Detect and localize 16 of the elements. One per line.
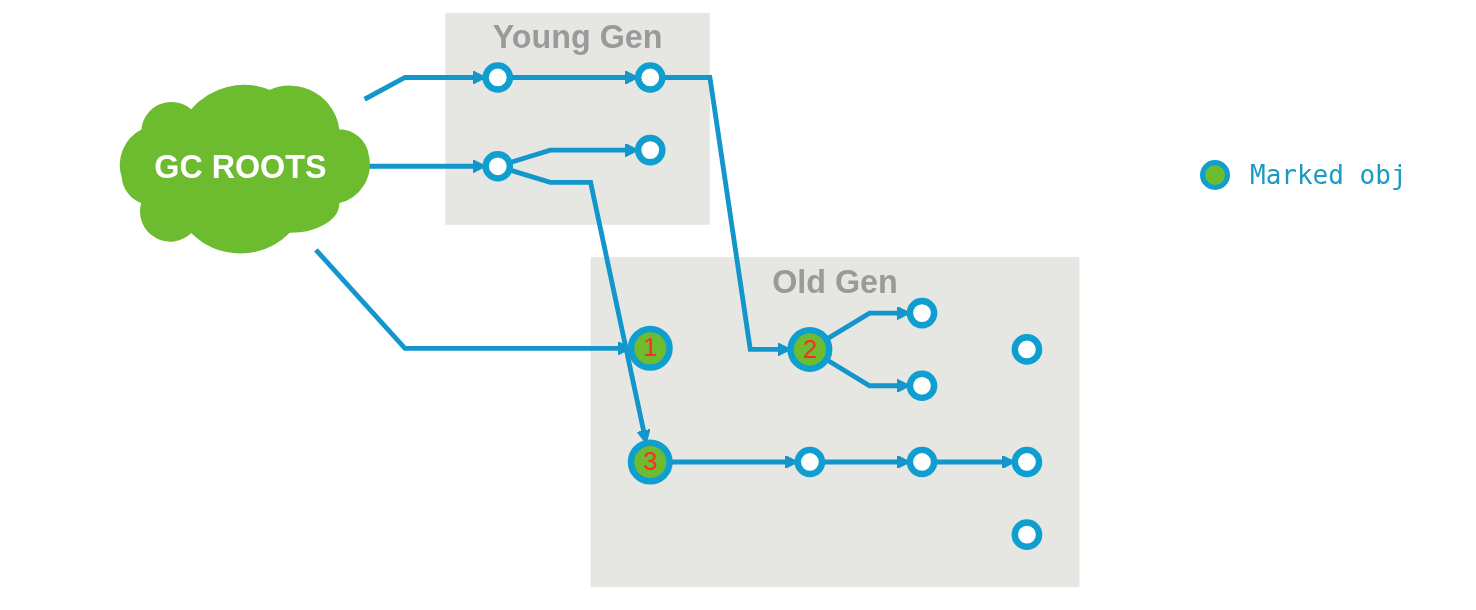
legend-text: Marked obj — [1250, 160, 1407, 190]
node-circle — [906, 297, 938, 329]
node-circle — [482, 62, 514, 93]
node-circle — [634, 62, 666, 93]
node-circle — [1011, 334, 1043, 365]
node-circle — [634, 134, 666, 166]
node-circle — [1011, 446, 1043, 478]
node-circle: 1 — [627, 325, 673, 371]
node-circle — [906, 446, 938, 478]
cluster: Young Gen — [445, 12, 710, 225]
node-circle — [794, 446, 826, 478]
node-circle — [482, 150, 514, 182]
node-circle: 2 — [787, 326, 833, 372]
node-circle — [906, 370, 938, 402]
node-circle — [1011, 519, 1043, 550]
node-circle: 3 — [627, 439, 673, 485]
